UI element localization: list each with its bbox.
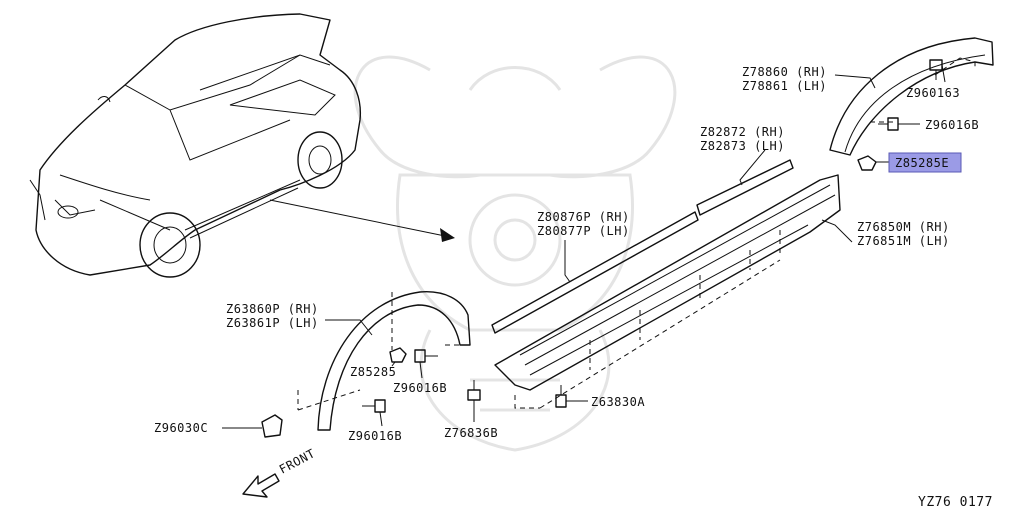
fastener-z96016b-low bbox=[362, 399, 386, 413]
fastener-z96030c bbox=[261, 414, 283, 438]
fastener-z63830a bbox=[555, 385, 567, 408]
label-z78860-rh[interactable]: Z78860 (RH) bbox=[742, 65, 827, 79]
label-z82873-lh[interactable]: Z82873 (LH) bbox=[700, 139, 785, 153]
body-side-molding bbox=[491, 211, 699, 334]
label-z96016b-mid[interactable]: Z96016B bbox=[393, 381, 447, 395]
location-arrow bbox=[269, 199, 455, 242]
fastener-z960163 bbox=[929, 59, 943, 80]
label-z78861-lh[interactable]: Z78861 (LH) bbox=[742, 79, 827, 93]
front-direction-indicator: FRONT bbox=[242, 446, 318, 498]
fastener-z85285e bbox=[857, 155, 877, 171]
label-z82872-rh[interactable]: Z82872 (RH) bbox=[700, 125, 785, 139]
label-z76836b[interactable]: Z76836B bbox=[444, 426, 498, 440]
label-z85285e[interactable]: Z85285E bbox=[895, 156, 949, 170]
fastener-z96016b-top bbox=[878, 117, 899, 131]
label-z63860p-rh[interactable]: Z63860P (RH) bbox=[226, 302, 319, 316]
label-z96030c[interactable]: Z96030C bbox=[154, 421, 208, 435]
fastener-z85285 bbox=[389, 347, 407, 363]
label-z76850m-rh[interactable]: Z76850M (RH) bbox=[857, 220, 950, 234]
label-z80877p-lh[interactable]: Z80877P (LH) bbox=[537, 224, 630, 238]
diagram-code: YZ76 0177 bbox=[918, 495, 993, 510]
vehicle-illustration bbox=[29, 13, 362, 278]
leader-lines bbox=[222, 64, 946, 429]
sill-protector-strip bbox=[696, 159, 794, 216]
samurai-kabuto-watermark bbox=[353, 55, 677, 452]
label-z63830a[interactable]: Z63830A bbox=[591, 395, 645, 409]
label-z76851m-lh[interactable]: Z76851M (LH) bbox=[857, 234, 950, 248]
label-z63861p-lh[interactable]: Z63861P (LH) bbox=[226, 316, 319, 330]
fastener-z96016b-mid bbox=[414, 349, 438, 363]
label-z96016b-low[interactable]: Z96016B bbox=[348, 429, 402, 443]
rear-wheel-arch-molding bbox=[829, 37, 994, 156]
front-wheel-arch-molding bbox=[297, 291, 471, 431]
highlight-box-z85285e bbox=[888, 152, 962, 173]
label-z80876p-rh[interactable]: Z80876P (RH) bbox=[537, 210, 630, 224]
label-z96016b-top[interactable]: Z96016B bbox=[925, 118, 979, 132]
label-z960163[interactable]: Z960163 bbox=[906, 86, 960, 100]
label-z85285[interactable]: Z85285 bbox=[350, 365, 396, 379]
fastener-z76836b bbox=[467, 380, 481, 401]
front-label: FRONT bbox=[277, 446, 318, 476]
